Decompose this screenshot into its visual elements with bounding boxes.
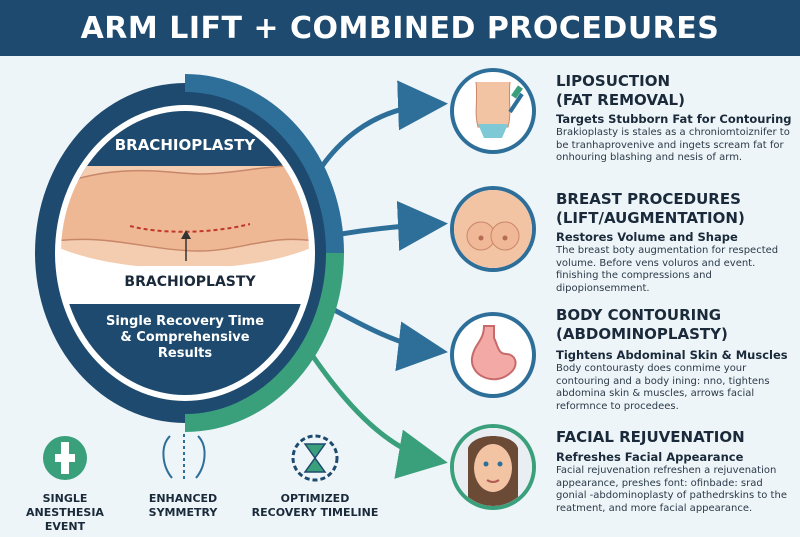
breast-description: The breast boty augmentation for respect…: [556, 245, 779, 294]
breast-subtitle: Restores Volume and Shape: [556, 230, 738, 244]
diagram-canvas: BRACHIOPLASTY BRACHIOPLASTY Single Recov…: [0, 56, 800, 537]
benefit-enhanced-symmetry: ENHANCED SYMMETRY: [148, 492, 218, 519]
benefit-icons: [43, 434, 339, 482]
hourglass-clock-icon: [291, 434, 339, 482]
outer-ring-blue-arc: [184, 74, 344, 254]
body-contouring-subtitle: Tightens Abdominal Skin & Muscles: [556, 348, 788, 362]
header-banner: ARM LIFT + COMBINED PROCEDURES: [0, 0, 800, 56]
body-contouring-description: Body contourasty does conmime your conto…: [556, 363, 770, 412]
center-bottom-line1: Single Recovery Time: [105, 314, 265, 329]
outer-ring-teal-arc: [184, 252, 344, 432]
diagram-graphics: [35, 74, 448, 479]
facial-description: Facial rejuvenation refreshen a rejuvena…: [556, 465, 787, 514]
center-bottom-text: Single Recovery Time & Comprehensive Res…: [90, 314, 280, 362]
liposuction-icon: [450, 68, 536, 154]
page-title: ARM LIFT + COMBINED PROCEDURES: [80, 10, 720, 46]
center-top-label: BRACHIOPLASTY: [114, 136, 256, 154]
breast-title: BREAST PROCEDURES (LIFT/AUGMENTATION): [556, 190, 745, 227]
body-contouring-title: BODY CONTOURING (ABDOMINOPLASTY): [556, 306, 728, 343]
center-bottom-line2: & Comprehensive: [120, 330, 250, 345]
center-bottom-line3: Results: [157, 346, 213, 361]
facial-subtitle: Refreshes Facial Appearance: [556, 450, 744, 464]
liposuction-subtitle: Targets Stubborn Fat for Contouring: [556, 112, 792, 126]
arm-illustration: [61, 165, 309, 252]
facial-title: FACIAL REJUVENATION: [556, 428, 745, 446]
face-icon: [450, 424, 536, 510]
stomach-icon: [450, 312, 536, 398]
liposuction-description: Brakioplasty is stales as a chroniomtoiz…: [556, 127, 790, 163]
benefit-single-anesthesia: SINGLE ANESTHESIA EVENT: [26, 492, 104, 533]
center-arrow-label: BRACHIOPLASTY: [124, 274, 256, 290]
symmetry-icon: [162, 434, 206, 482]
breast-icon: [450, 186, 536, 272]
liposuction-title: LIPOSUCTION (FAT REMOVAL): [556, 72, 685, 109]
anesthesia-syringe-icon: [43, 436, 87, 480]
benefit-optimized-recovery: OPTIMIZED RECOVERY TIMELINE: [251, 492, 379, 519]
